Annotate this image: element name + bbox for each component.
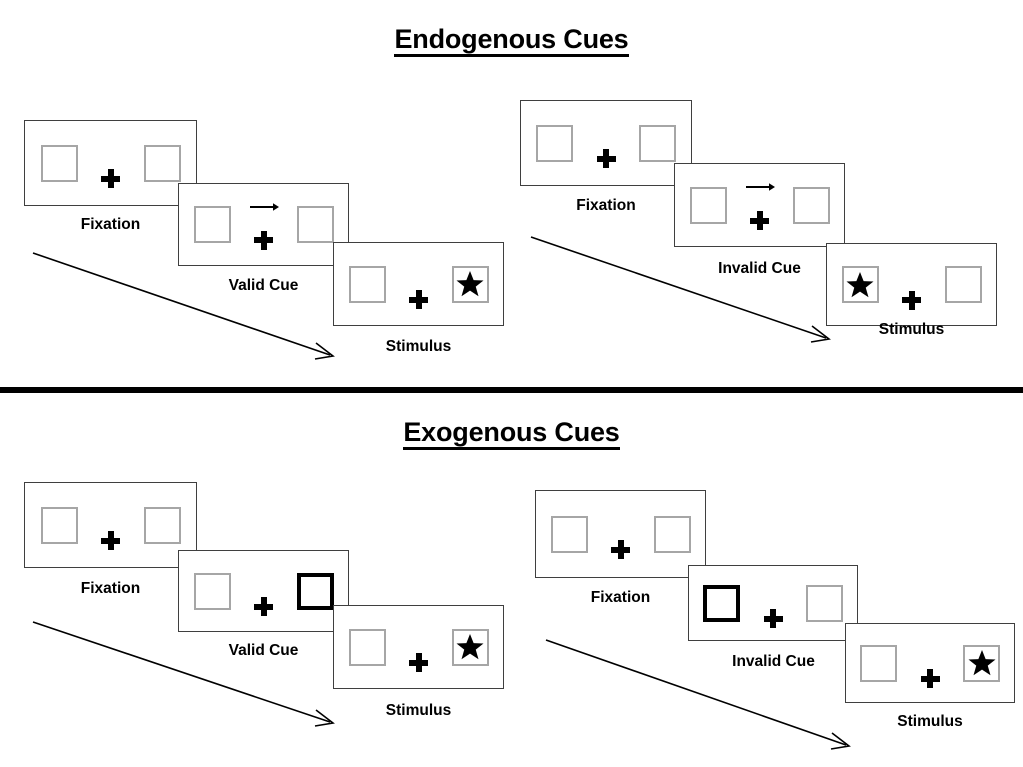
center-column <box>402 258 436 310</box>
section-title-endogenous: Endogenous Cues <box>0 24 1023 58</box>
plus-cross-icon <box>409 653 428 672</box>
plus-cross-icon <box>254 597 273 616</box>
section-title-exogenous: Exogenous Cues <box>0 417 1023 451</box>
section-title-exogenous-text: Exogenous Cues <box>403 418 620 451</box>
panel-exogenous-valid-stimulus[interactable] <box>333 605 504 689</box>
center-column <box>94 137 128 189</box>
placeholder-box-left <box>348 265 386 303</box>
caption-endogenous-valid-stimulus: Stimulus <box>385 338 452 355</box>
placeholder-box-left <box>40 144 78 182</box>
panel-content <box>846 624 1014 702</box>
panel-content <box>827 244 996 325</box>
panel-endogenous-invalid-stimulus[interactable] <box>826 243 997 326</box>
panel-endogenous-invalid-cue[interactable] <box>674 163 845 247</box>
panel-exogenous-invalid-fixation[interactable] <box>535 490 706 578</box>
center-column <box>895 259 929 311</box>
caption-exogenous-invalid-fixation: Fixation <box>590 589 651 606</box>
center-column <box>743 179 777 231</box>
target-box-right <box>451 628 489 666</box>
panel-exogenous-invalid-cue[interactable] <box>688 565 858 641</box>
caption-exogenous-valid-cue: Valid Cue <box>228 642 299 659</box>
star-icon <box>456 271 484 297</box>
star-icon <box>846 271 874 297</box>
panel-content <box>25 483 196 567</box>
placeholder-box-right <box>792 186 830 224</box>
placeholder-box-right <box>143 506 181 544</box>
panel-exogenous-valid-fixation[interactable] <box>24 482 197 568</box>
center-column <box>756 577 790 629</box>
caption-exogenous-invalid-stimulus: Stimulus <box>897 713 963 730</box>
placeholder-box-right <box>653 515 691 553</box>
target-box-left <box>841 266 879 303</box>
plus-cross-icon <box>750 211 769 230</box>
section-divider <box>0 387 1023 393</box>
panel-exogenous-valid-cue[interactable] <box>178 550 349 632</box>
panel-exogenous-invalid-stimulus[interactable] <box>845 623 1015 703</box>
cued-box-left <box>703 584 740 622</box>
center-column <box>247 199 281 251</box>
plus-cross-icon <box>611 540 630 559</box>
placeholder-box-left <box>40 506 78 544</box>
star-icon <box>456 634 484 660</box>
center-column <box>604 508 638 560</box>
plus-cross-icon <box>596 149 616 168</box>
panel-content <box>179 551 348 631</box>
placeholder-box-right <box>806 584 843 622</box>
center-column <box>247 565 281 617</box>
arrow-right-icon <box>745 181 775 193</box>
placeholder-box-right <box>639 124 676 162</box>
placeholder-box-left <box>193 572 231 610</box>
target-box-right <box>963 644 1000 682</box>
plus-cross-icon <box>409 290 428 309</box>
time-flow-arrow-icon-endogenous-valid <box>30 248 350 368</box>
time-flow-arrow-icon-endogenous-invalid <box>528 232 848 352</box>
placeholder-box-left <box>860 644 897 682</box>
panel-content <box>334 243 503 325</box>
panel-content <box>521 101 691 185</box>
center-column <box>913 637 947 689</box>
target-box-right <box>451 265 489 303</box>
section-title-endogenous-text: Endogenous Cues <box>394 25 629 58</box>
placeholder-box-left <box>348 628 386 666</box>
placeholder-box-left <box>536 124 573 162</box>
placeholder-box-left <box>550 515 588 553</box>
caption-endogenous-valid-cue: Valid Cue <box>228 277 299 294</box>
center-column <box>94 499 128 551</box>
panel-content <box>689 566 857 640</box>
center-column <box>589 117 623 169</box>
placeholder-box-left <box>689 186 727 224</box>
plus-cross-icon <box>763 609 783 628</box>
panel-content <box>25 121 196 205</box>
plus-cross-icon <box>101 169 120 188</box>
panel-content <box>179 184 348 265</box>
plus-cross-icon <box>920 669 940 688</box>
caption-endogenous-invalid-stimulus: Stimulus <box>878 321 945 338</box>
panel-content <box>334 606 503 688</box>
placeholder-box-left <box>193 206 231 243</box>
caption-exogenous-valid-fixation: Fixation <box>80 580 141 597</box>
arrow-right-icon <box>249 201 279 213</box>
panel-endogenous-valid-fixation[interactable] <box>24 120 197 206</box>
star-icon <box>968 650 995 676</box>
time-flow-arrow-icon-exogenous-valid <box>30 617 350 737</box>
panel-endogenous-valid-stimulus[interactable] <box>333 242 504 326</box>
placeholder-box-right <box>296 206 334 243</box>
cued-box-right <box>296 572 334 610</box>
caption-exogenous-valid-stimulus: Stimulus <box>385 702 452 719</box>
caption-endogenous-invalid-cue: Invalid Cue <box>718 260 801 277</box>
panel-content <box>536 491 705 577</box>
caption-endogenous-invalid-fixation: Fixation <box>576 197 636 214</box>
plus-cross-icon <box>101 531 120 550</box>
center-column <box>402 621 436 673</box>
placeholder-box-right <box>143 144 181 182</box>
placeholder-box-right <box>944 266 982 303</box>
plus-cross-icon <box>254 230 273 250</box>
panel-endogenous-invalid-fixation[interactable] <box>520 100 692 186</box>
caption-exogenous-invalid-cue: Invalid Cue <box>732 653 815 670</box>
plus-cross-icon <box>902 290 921 310</box>
panel-content <box>675 164 844 246</box>
panel-endogenous-valid-cue[interactable] <box>178 183 349 266</box>
caption-endogenous-valid-fixation: Fixation <box>80 216 141 233</box>
